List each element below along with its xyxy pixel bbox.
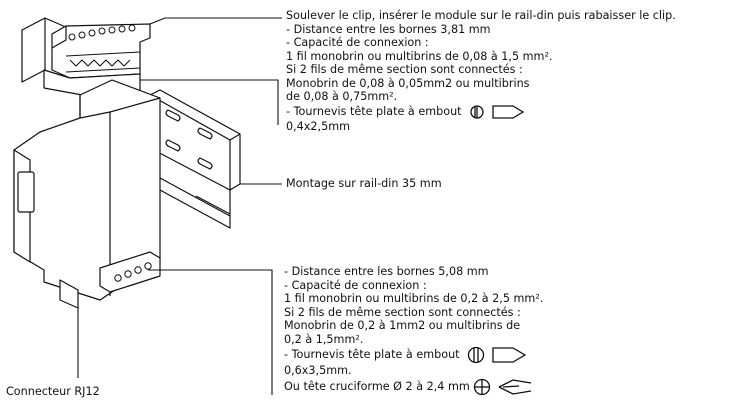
top-callout-line: Monobrin de 0,08 à 0,05mm2 ou multibrins xyxy=(286,76,530,90)
bottom-callout-screwdriver-line: - Tournevis tête plate à embout xyxy=(284,346,543,364)
top-callout-line: - Capacité de connexion : xyxy=(286,36,429,49)
bottom-terminal-screws xyxy=(114,262,152,282)
bottom-callout-line: Ou tête cruciforme Ø 2 à 2,4 mm xyxy=(284,379,470,393)
bottom-callout-line: - Distance entre les bornes 5,08 mm xyxy=(284,265,489,278)
bottom-callout-line: 0,2 à 1,5mm². xyxy=(284,332,364,346)
leader-lines xyxy=(77,17,282,395)
top-terminal-screws xyxy=(65,24,141,73)
top-callout-line: Si 2 fils de même section sont connectés… xyxy=(286,63,523,76)
bottom-terminal-callout: - Distance entre les bornes 5,08 mm - Ca… xyxy=(284,265,543,396)
top-callout-line: 1 fil monobrin ou multibrins de 0,08 à 1… xyxy=(286,49,553,63)
top-callout-screwdriver-line: - Tournevis tête plate à embout xyxy=(286,104,676,120)
top-callout-line: de 0,08 à 0,75mm². xyxy=(286,90,398,103)
bottom-callout-line: Monobrin de 0,2 à 1mm2 ou multibrins de xyxy=(284,319,521,332)
bottom-callout-line: - Tournevis tête plate à embout xyxy=(284,348,460,361)
top-callout-line: Soulever le clip, insérer le module sur … xyxy=(286,9,676,22)
top-terminal-callout: Soulever le clip, insérer le module sur … xyxy=(286,9,676,133)
module-housing xyxy=(13,23,161,309)
rj12-connector-label: Connecteur RJ12 xyxy=(6,385,100,399)
bottom-callout-line: Si 2 fils de même section sont connectés… xyxy=(284,305,521,319)
rj12-label-text: Connecteur RJ12 xyxy=(6,385,100,398)
bottom-callout-line: 1 fil monobrin ou multibrins de 0,2 à 2,… xyxy=(284,292,544,305)
flat-head-screwdriver-icon xyxy=(467,346,527,364)
top-callout-line: - Tournevis tête plate à embout xyxy=(286,104,462,118)
din-rail-callout-text: Montage sur rail-din 35 mm xyxy=(286,177,442,190)
din-rail-callout: Montage sur rail-din 35 mm xyxy=(286,177,442,191)
bottom-callout-line: - Capacité de connexion : xyxy=(284,278,427,292)
bottom-callout-line: 0,6x3,5mm. xyxy=(284,364,352,377)
top-callout-line: 0,4x2,5mm xyxy=(286,119,351,133)
top-callout-line: - Distance entre les bornes 3,81 mm xyxy=(286,22,491,36)
bottom-callout-phillips-line: Ou tête cruciforme Ø 2 à 2,4 mm xyxy=(284,378,543,396)
flat-head-screwdriver-icon xyxy=(470,104,525,119)
phillips-screwdriver-icon xyxy=(474,378,532,395)
